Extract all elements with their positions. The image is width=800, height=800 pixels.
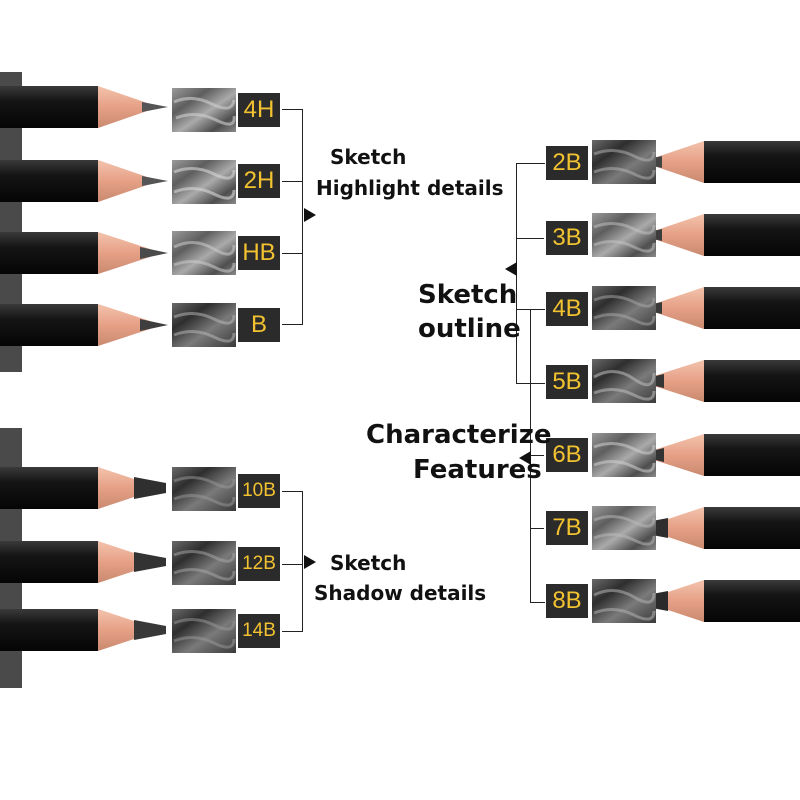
- grade-label-12b: 12B: [238, 547, 280, 581]
- bracket-tick-3b: [516, 238, 544, 239]
- pencil-2b: [634, 141, 800, 183]
- bracket-highlight: [282, 109, 303, 325]
- swatch-2b: [592, 140, 656, 184]
- pencil-6b: [634, 434, 800, 476]
- pencil-b: [0, 304, 168, 346]
- swatch-14b: [172, 609, 236, 653]
- pencil-4b: [634, 287, 800, 329]
- pencil-10b: [0, 467, 166, 509]
- swatch-2h: [172, 160, 236, 204]
- grade-label-2b: 2B: [546, 146, 588, 180]
- bracket-tick-12b: [282, 564, 302, 565]
- left-top-backdrop: [0, 72, 22, 372]
- swatch-4b: [592, 286, 656, 330]
- label-outline-line2: outline: [418, 314, 521, 344]
- arrow-highlight: [304, 208, 316, 222]
- swatch-4h: [172, 88, 236, 132]
- bracket-shadow: [282, 491, 303, 632]
- grade-label-3b: 3B: [546, 221, 588, 255]
- swatch-3b: [592, 213, 656, 257]
- grade-label-b: B: [238, 308, 280, 342]
- swatch-10b: [172, 467, 236, 511]
- swatch-b: [172, 303, 236, 347]
- swatch-12b: [172, 541, 236, 585]
- swatch-8b: [592, 579, 656, 623]
- label-shadow-line1: Sketch: [330, 551, 407, 575]
- pencil-2h: [0, 160, 168, 202]
- label-shadow-line2: Shadow details: [314, 581, 487, 605]
- grade-label-8b: 8B: [546, 584, 588, 618]
- grade-label-5b: 5B: [546, 365, 588, 399]
- pencil-5b: [634, 360, 800, 402]
- label-outline-line1: Sketch: [418, 280, 518, 310]
- label-highlight-line1: Sketch: [330, 145, 407, 169]
- grade-label-7b: 7B: [546, 511, 588, 545]
- bracket-tick-6b: [530, 455, 544, 456]
- grade-label-14b: 14B: [238, 614, 280, 648]
- label-features-line2: Features: [413, 455, 542, 485]
- pencil-8b: [636, 580, 800, 622]
- grade-label-6b: 6B: [546, 438, 588, 472]
- grade-label-hb: HB: [238, 236, 280, 270]
- pencil-4h: [0, 86, 168, 128]
- pencil-3b: [634, 214, 800, 256]
- swatch-hb: [172, 231, 236, 275]
- bracket-tick-2h: [282, 181, 302, 182]
- pencil-hb: [0, 232, 168, 274]
- grade-label-4h: 4H: [238, 93, 280, 127]
- arrow-shadow: [304, 555, 316, 569]
- swatch-5b: [592, 359, 656, 403]
- arrow-features: [519, 451, 531, 465]
- label-highlight-line2: Highlight details: [316, 176, 504, 200]
- swatch-7b: [592, 506, 656, 550]
- pencil-14b: [0, 609, 166, 651]
- grade-label-2h: 2H: [238, 164, 280, 198]
- bracket-tick-hb: [282, 253, 302, 254]
- bracket-tick-7b: [530, 528, 544, 529]
- swatch-6b: [592, 433, 656, 477]
- arrow-outline: [505, 262, 517, 276]
- label-features-line1: Characterize: [366, 420, 552, 450]
- grade-label-10b: 10B: [238, 474, 280, 508]
- pencil-7b: [636, 507, 800, 549]
- pencil-12b: [0, 541, 166, 583]
- grade-label-4b: 4B: [546, 292, 588, 326]
